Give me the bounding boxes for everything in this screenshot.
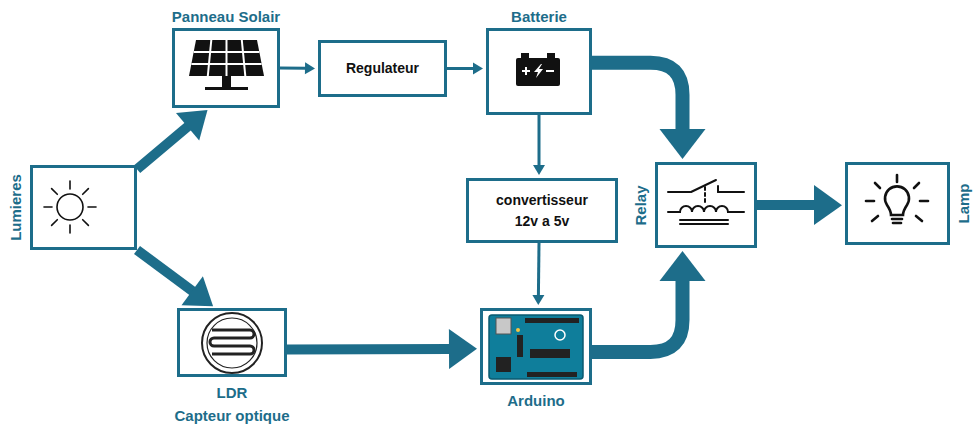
arrow-head: [449, 329, 477, 369]
side-label: Relay: [632, 185, 649, 225]
box-caption: LDR: [175, 382, 290, 405]
flow-arrow: [532, 243, 544, 305]
converter-box: convertisseur 12v a 5v: [466, 178, 618, 243]
arrow-line: [137, 250, 193, 291]
arrow-line: [592, 280, 683, 352]
arduino-icon: [489, 315, 583, 379]
flow-arrow: [592, 251, 706, 352]
arrow-head: [660, 129, 706, 159]
node-caption: LDRCapteur optique: [175, 382, 290, 427]
lamp-icon: [866, 175, 928, 223]
arrow-line: [137, 126, 188, 169]
relay-box: Relay: [655, 162, 757, 248]
arrow-head: [473, 63, 483, 75]
battery-box: Batterie: [486, 28, 592, 115]
arrow-head: [182, 276, 214, 306]
ldr-icon: [202, 313, 262, 373]
sun-icon: [44, 181, 96, 233]
arrow-line: [280, 67, 306, 70]
arrow-line: [757, 200, 815, 210]
arrow-line: [287, 344, 450, 355]
node-caption: Arduino: [507, 390, 565, 413]
arrow-head: [176, 110, 208, 140]
flow-arrow: [280, 62, 315, 74]
side-label: Lamp: [955, 183, 972, 223]
node-caption: Panneau Solair: [172, 6, 280, 29]
flow-arrow: [137, 110, 208, 169]
arrow-head: [305, 62, 315, 74]
box-label: Regulateur: [346, 58, 419, 78]
flow-arrow: [137, 250, 213, 306]
regulator-box: Regulateur: [318, 40, 447, 97]
arrow-line: [592, 63, 683, 130]
arduino-box: Arduino: [480, 308, 592, 385]
arrow-head: [532, 295, 544, 305]
arrow-line: [537, 243, 541, 296]
flow-arrow: [447, 63, 483, 75]
lamp-box: Lamp: [845, 162, 950, 245]
flow-arrow: [533, 115, 545, 175]
arrow-line: [447, 67, 474, 70]
arrow-line: [538, 115, 541, 166]
ldr-sensor-box: LDRCapteur optique: [177, 308, 287, 377]
solar-panel-icon: [189, 40, 264, 89]
box-caption: Panneau Solair: [172, 6, 280, 29]
arrow-head: [533, 165, 545, 175]
flow-arrow: [757, 185, 842, 225]
flow-arrow: [592, 63, 706, 159]
side-label: Lumieres: [6, 174, 23, 241]
node-caption: Batterie: [511, 6, 567, 29]
box-caption: Batterie: [511, 6, 567, 29]
light-source-box: Lumieres: [30, 165, 137, 250]
relay-icon: [668, 180, 744, 224]
flow-arrow: [287, 329, 477, 369]
box-caption: Capteur optique: [175, 405, 290, 428]
box-caption: Arduino: [507, 390, 565, 413]
battery-icon: [516, 53, 560, 86]
arrow-head: [660, 251, 706, 281]
box-label: convertisseur 12v a 5v: [486, 190, 598, 231]
solar-panel-box: Panneau Solair: [172, 28, 280, 108]
arrow-head: [814, 185, 842, 225]
